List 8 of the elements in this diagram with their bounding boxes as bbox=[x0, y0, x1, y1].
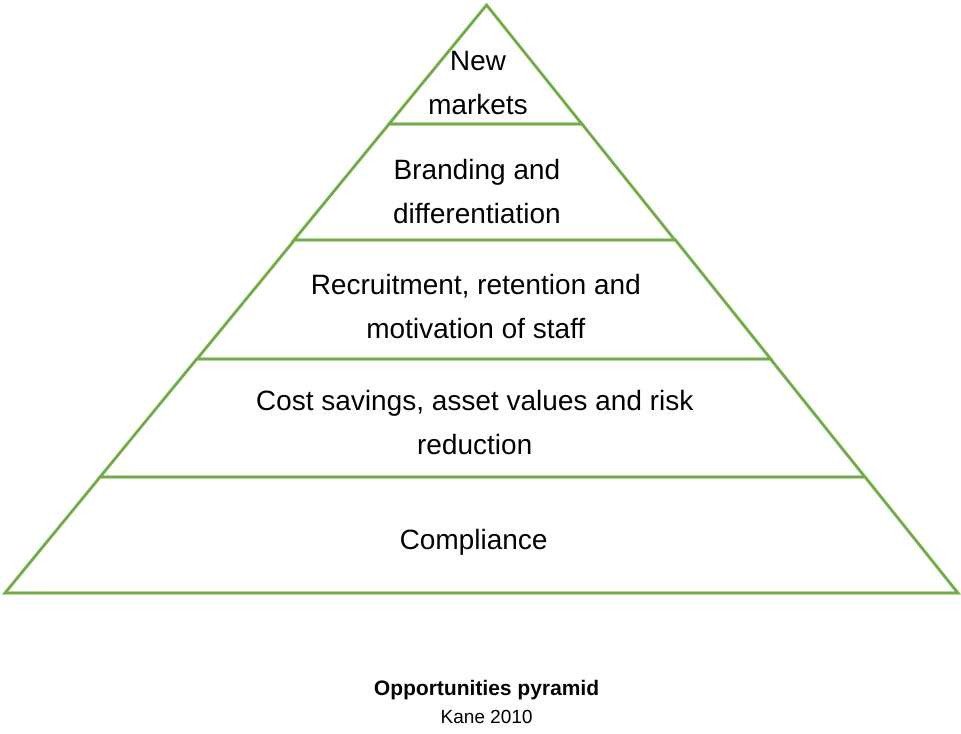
diagram-title: Opportunities pyramid bbox=[374, 676, 600, 702]
layer-label: New markets bbox=[427, 44, 529, 122]
layer-label: Compliance bbox=[398, 523, 548, 557]
source-caption: Kane 2010 bbox=[440, 706, 532, 730]
pyramid-layer bbox=[196, 240, 771, 359]
layer-label: Branding and differentiation bbox=[392, 153, 562, 231]
layer-label: Cost savings, asset values and risk reduction bbox=[254, 384, 694, 462]
layer-label: Recruitment, retention and motivation of staff bbox=[310, 268, 642, 346]
